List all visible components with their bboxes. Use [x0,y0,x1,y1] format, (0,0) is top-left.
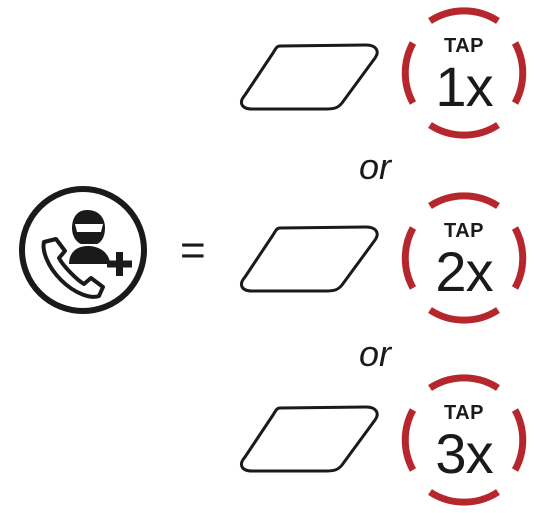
button-outline-icon [240,43,379,111]
tap-badge-2: TAP 2x [398,190,530,326]
tap-label: TAP [443,220,484,242]
tap-count: 3x [435,422,493,485]
phone-add-participant-icon [19,186,147,314]
equals-sign: = [180,226,206,275]
or-separator: or [359,333,392,374]
or-separator: or [359,146,392,187]
tap-label: TAP [443,402,484,424]
tap-count: 1x [435,55,493,118]
tap-count: 2x [435,240,493,303]
button-outline-icon [240,225,379,293]
tap-badge-1: TAP 1x [398,5,530,141]
tap-label: TAP [443,35,484,57]
tap-ring [401,7,527,139]
tap-ring [401,374,527,506]
tap-badge-3: TAP 3x [398,372,530,508]
button-outline-icon [240,405,379,473]
tap-ring [401,192,527,324]
